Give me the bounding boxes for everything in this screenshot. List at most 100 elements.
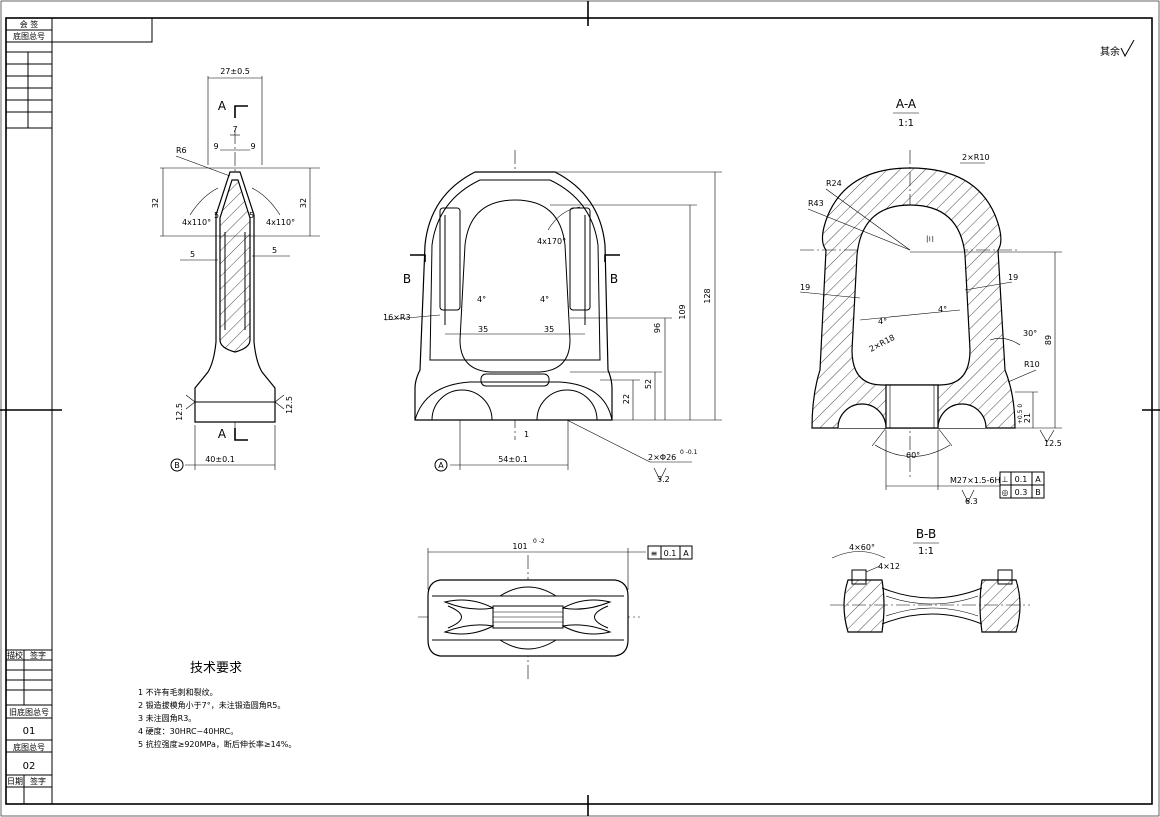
- dim-r6: R6: [176, 146, 187, 155]
- dim-draft-right: 4°: [540, 295, 549, 304]
- dim-holes: 2×Φ26: [648, 453, 676, 462]
- tol-ref-top: A: [683, 549, 689, 558]
- dim-hole-spacing: 54±0.1: [498, 455, 528, 464]
- dim-draft-r: 4°: [938, 305, 947, 314]
- dim-top-width: 27±0.5: [220, 67, 250, 76]
- rough-6-3: 6.3: [965, 497, 978, 506]
- section-aa-opening: [851, 204, 971, 386]
- thread-bore: [885, 384, 939, 429]
- dim-h21: 21: [1023, 413, 1032, 423]
- drawing-no-value: 02: [23, 761, 36, 772]
- rough-left: 12.5: [175, 403, 184, 421]
- section-a-a: A-A 1:1 2×R10 R24 R43 三 19 19 4° 4° 2×R1…: [799, 97, 1062, 506]
- dim-length-tol: 0 -2: [533, 538, 545, 545]
- dim-h109: 109: [678, 304, 687, 319]
- tol-value-1: 0.1: [1015, 475, 1028, 484]
- section-label-b-left: B: [403, 272, 411, 286]
- dim-angle-right: 4x110°: [266, 218, 295, 227]
- dim-19-left: 19: [800, 283, 810, 292]
- proofread-label: 描校: [7, 650, 23, 660]
- dim-draft-left: 4°: [477, 295, 486, 304]
- datum-a-label: A: [438, 461, 444, 470]
- rough-aa: 12.5: [1044, 439, 1062, 448]
- section-label-b-right: B: [610, 272, 618, 286]
- section-label-a-bottom: A: [218, 427, 227, 441]
- tolerance-frame-top: ≡ 0.1 A: [647, 545, 693, 560]
- section-aa-title: A-A: [896, 97, 917, 111]
- tol-symbol-sym: ≡: [651, 549, 658, 558]
- dim-height-left: 32: [151, 198, 160, 208]
- section-bb-left-hatch: [843, 579, 885, 633]
- dim-h96: 96: [653, 323, 662, 333]
- dim-angle-170: 4x170°: [537, 237, 566, 246]
- top-view-outline: [427, 579, 629, 657]
- dim-width-35-right: 35: [544, 325, 554, 334]
- tolerance-frames-aa: ⊥ 0.1 A ◎ 0.3 B: [999, 471, 1045, 499]
- roughness-rest-note: 其余: [1100, 39, 1135, 58]
- rough-3-2: 3.2: [657, 475, 670, 484]
- dim-r3: 16×R3: [383, 313, 411, 322]
- old-drawing-no-label: 旧底图总号: [9, 707, 49, 717]
- side-view: B B 4x170° 16×R3 4° 4° 35 35 128 109 96 …: [383, 150, 722, 484]
- front-view: 27±0.5 A 7 9 9 R6 32 32 4x110° 4x110° 5 …: [151, 67, 320, 472]
- datum-b-label: B: [174, 461, 180, 470]
- tech-req-heading: 技术要求: [190, 661, 242, 676]
- dim-inner-5-left: 5: [214, 211, 219, 220]
- dim-2xr10: 2×R10: [962, 153, 990, 162]
- section-bb-scale: 1:1: [918, 546, 934, 557]
- dim-r24: R24: [826, 179, 842, 188]
- dim-holes-tol: 0 -0.1: [680, 449, 698, 456]
- svg-text:其余: 其余: [1100, 45, 1120, 58]
- dim-width-35-left: 35: [478, 325, 488, 334]
- tech-req-item-5: 5 抗拉强度≥920MPa，断后伸长率≥14%。: [138, 739, 296, 749]
- dim-angle-left: 4x110°: [182, 218, 211, 227]
- old-drawing-no-value: 01: [23, 726, 36, 737]
- signature-label: 签字: [30, 650, 46, 660]
- section-label-a-top: A: [218, 99, 227, 113]
- dim-height-right: 32: [299, 198, 308, 208]
- countersign-label: 会 签: [20, 19, 39, 29]
- dim-thread: M27×1.5-6H: [950, 476, 1001, 485]
- dim-base-width: 40±0.1: [205, 455, 235, 464]
- tech-req-item-2: 2 锻造拔模角小于7°，未注锻造圆角R5。: [138, 700, 285, 710]
- section-bb-right-hatch: [979, 579, 1021, 633]
- tol-ref-2: B: [1035, 488, 1041, 497]
- drawing-no-label: 底图总号: [13, 742, 45, 752]
- section-aa-scale: 1:1: [898, 118, 914, 129]
- dim-19-right: 19: [1008, 273, 1018, 282]
- dim-depth: 4×12: [878, 562, 900, 571]
- dim-length: 101: [512, 542, 527, 551]
- tol-value-2: 0.3: [1015, 488, 1028, 497]
- rough-right: 12.5: [285, 396, 294, 414]
- dim-right-5: 5: [272, 246, 277, 255]
- tol-symbol-1: ⊥: [1002, 475, 1009, 484]
- datum-b-circle: [170, 458, 184, 472]
- tech-req-item-3: 3 未注圆角R3。: [138, 713, 196, 723]
- dim-draft-l: 4°: [878, 317, 887, 326]
- dim-r10: R10: [1024, 360, 1040, 369]
- dim-right-9: 9: [250, 142, 255, 151]
- dim-h128: 128: [703, 288, 712, 303]
- tech-req-item-1: 1 不许有毛刺和裂纹。: [138, 687, 218, 697]
- section-bb-title: B-B: [916, 527, 936, 541]
- dim-chamfer: 4×60°: [849, 543, 875, 552]
- dim-inner-5-right: 5: [249, 211, 254, 220]
- base-drawing-label: 底图总号: [13, 31, 45, 41]
- signature-label-2: 签字: [30, 776, 46, 786]
- roughness-check-icon: [1120, 39, 1135, 58]
- dim-angle-60: 60°: [906, 451, 920, 460]
- dim-angle-30: 30°: [1023, 329, 1037, 338]
- section-b-b: B-B 1:1 4×60° 4×12: [830, 527, 1030, 633]
- front-view-section-hatch: [219, 179, 251, 353]
- side-view-opening: [459, 199, 571, 373]
- mark-sym: 三: [925, 235, 934, 243]
- title-block-left: 会 签 底图总号 描校 签字 旧底图总号 01 底图总号 02 日期 签字: [5, 17, 153, 804]
- dim-small-1: 1: [524, 430, 529, 439]
- dim-slot-width: 7: [232, 125, 237, 134]
- datum-a-circle: [434, 458, 448, 472]
- tol-symbol-2: ◎: [1002, 488, 1009, 497]
- dim-h21-tol: +0.5 0: [1017, 404, 1024, 424]
- tol-value-top: 0.1: [664, 549, 677, 558]
- dim-left-9: 9: [213, 142, 218, 151]
